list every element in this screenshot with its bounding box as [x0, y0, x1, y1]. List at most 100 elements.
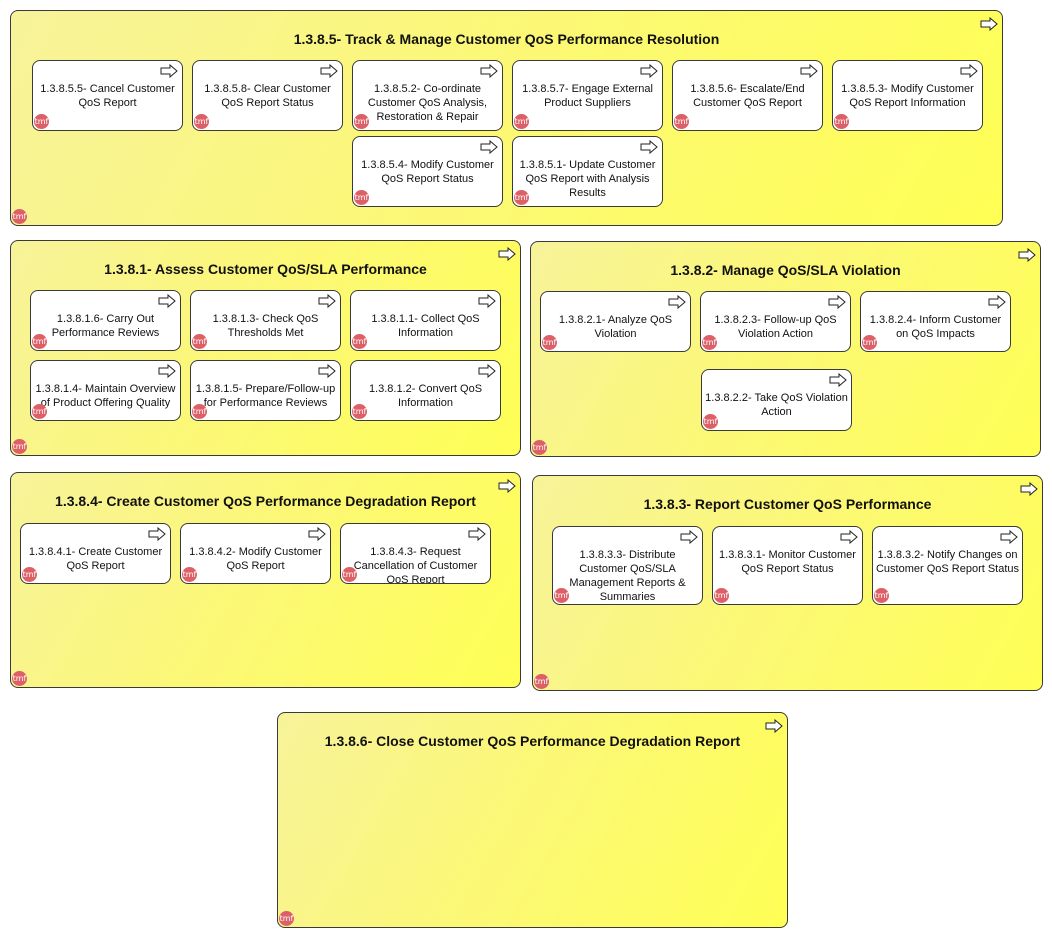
- card-label: 1.3.8.5.3- Modify Customer QoS Report In…: [841, 83, 974, 109]
- arrow-right-icon: [498, 247, 516, 261]
- card-label: 1.3.8.2.4- Inform Customer on QoS Impact…: [869, 314, 1002, 340]
- card-label: 1.3.8.1.6- Carry Out Performance Reviews: [51, 313, 160, 339]
- tmf-icon: tmf: [34, 114, 49, 129]
- arrow-right-icon: [148, 527, 166, 541]
- group-1-3-8-2[interactable]: 1.3.8.2- Manage QoS/SLA Violation tmf 1.…: [530, 241, 1041, 457]
- process-card[interactable]: 1.3.8.2.3- Follow-up QoS Violation Actio…: [700, 291, 851, 352]
- tmf-icon: tmf: [32, 334, 47, 349]
- card-label: 1.3.8.5.8- Clear Customer QoS Report Sta…: [204, 83, 331, 109]
- card-label: 1.3.8.2.3- Follow-up QoS Violation Actio…: [714, 314, 837, 340]
- process-card[interactable]: 1.3.8.2.1- Analyze QoS Violation tmf: [540, 291, 691, 352]
- tmf-icon: tmf: [192, 404, 207, 419]
- process-card[interactable]: 1.3.8.5.3- Modify Customer QoS Report In…: [832, 60, 983, 131]
- process-card[interactable]: 1.3.8.5.1- Update Customer QoS Report wi…: [512, 136, 663, 207]
- arrow-right-icon: [480, 64, 498, 78]
- group-title: 1.3.8.3- Report Customer QoS Performance: [643, 496, 932, 512]
- tmf-icon: tmf: [702, 335, 717, 350]
- process-card[interactable]: 1.3.8.1.1- Collect QoS Information tmf: [350, 290, 501, 351]
- card-label: 1.3.8.5.2- Co-ordinate Customer QoS Anal…: [367, 83, 488, 123]
- process-card[interactable]: 1.3.8.5.2- Co-ordinate Customer QoS Anal…: [352, 60, 503, 131]
- card-label: 1.3.8.2.2- Take QoS Violation Action: [705, 392, 848, 418]
- process-card[interactable]: 1.3.8.4.2- Modify Customer QoS Report tm…: [180, 523, 331, 584]
- group-title: 1.3.8.2- Manage QoS/SLA Violation: [670, 262, 901, 278]
- process-card[interactable]: 1.3.8.1.6- Carry Out Performance Reviews…: [30, 290, 181, 351]
- process-card[interactable]: 1.3.8.3.1- Monitor Customer QoS Report S…: [712, 526, 863, 605]
- arrow-right-icon: [680, 530, 698, 544]
- card-label: 1.3.8.1.3- Check QoS Thresholds Met: [212, 313, 319, 339]
- process-card[interactable]: 1.3.8.1.2- Convert QoS Information tmf: [350, 360, 501, 421]
- card-label: 1.3.8.5.4- Modify Customer QoS Report St…: [361, 159, 494, 185]
- arrow-right-icon: [160, 64, 178, 78]
- arrow-right-icon: [158, 294, 176, 308]
- tmf-icon: tmf: [834, 114, 849, 129]
- group-1-3-8-1[interactable]: 1.3.8.1- Assess Customer QoS/SLA Perform…: [10, 240, 521, 456]
- card-label: 1.3.8.5.5- Cancel Customer QoS Report: [40, 83, 175, 109]
- card-label: 1.3.8.3.1- Monitor Customer QoS Report S…: [719, 549, 856, 575]
- card-label: 1.3.8.4.3- Request Cancellation of Custo…: [353, 546, 478, 584]
- process-card[interactable]: 1.3.8.5.8- Clear Customer QoS Report Sta…: [192, 60, 343, 131]
- group-1-3-8-6[interactable]: 1.3.8.6- Close Customer QoS Performance …: [277, 712, 788, 928]
- tmf-icon: tmf: [354, 190, 369, 205]
- process-card[interactable]: 1.3.8.2.2- Take QoS Violation Action tmf: [701, 369, 852, 431]
- arrow-right-icon: [1018, 248, 1036, 262]
- card-label: 1.3.8.4.2- Modify Customer QoS Report: [189, 546, 322, 572]
- tmf-icon: tmf: [862, 335, 877, 350]
- tmf-icon: tmf: [352, 404, 367, 419]
- card-label: 1.3.8.4.1- Create Customer QoS Report: [28, 546, 163, 572]
- tmf-icon: tmf: [192, 334, 207, 349]
- tmf-icon: tmf: [534, 674, 549, 689]
- group-1-3-8-3[interactable]: 1.3.8.3- Report Customer QoS Performance…: [532, 475, 1043, 691]
- tmf-icon: tmf: [12, 439, 27, 454]
- arrow-right-icon: [1020, 482, 1038, 496]
- process-card[interactable]: 1.3.8.3.2- Notify Changes on Customer Qo…: [872, 526, 1023, 605]
- group-title: 1.3.8.1- Assess Customer QoS/SLA Perform…: [104, 261, 427, 277]
- tmf-icon: tmf: [714, 588, 729, 603]
- tmf-icon: tmf: [352, 334, 367, 349]
- tmf-icon: tmf: [532, 440, 547, 455]
- card-label: 1.3.8.5.1- Update Customer QoS Report wi…: [519, 159, 656, 199]
- tmf-icon: tmf: [22, 567, 37, 582]
- tmf-icon: tmf: [194, 114, 209, 129]
- process-card[interactable]: 1.3.8.5.6- Escalate/End Customer QoS Rep…: [672, 60, 823, 131]
- group-title: 1.3.8.5- Track & Manage Customer QoS Per…: [293, 31, 720, 47]
- tmf-icon: tmf: [703, 414, 718, 429]
- arrow-right-icon: [828, 295, 846, 309]
- process-card[interactable]: 1.3.8.5.7- Engage External Product Suppl…: [512, 60, 663, 131]
- card-label: 1.3.8.2.1- Analyze QoS Violation: [558, 314, 673, 340]
- arrow-right-icon: [478, 364, 496, 378]
- process-card[interactable]: 1.3.8.4.1- Create Customer QoS Report tm…: [20, 523, 171, 584]
- arrow-right-icon: [640, 140, 658, 154]
- tmf-icon: tmf: [12, 209, 27, 224]
- arrow-right-icon: [765, 719, 783, 733]
- process-card[interactable]: 1.3.8.5.5- Cancel Customer QoS Report tm…: [32, 60, 183, 131]
- arrow-right-icon: [980, 17, 998, 31]
- process-card[interactable]: 1.3.8.1.3- Check QoS Thresholds Met tmf: [190, 290, 341, 351]
- arrow-right-icon: [988, 295, 1006, 309]
- card-label: 1.3.8.3.3- Distribute Customer QoS/SLA M…: [569, 549, 686, 603]
- arrow-right-icon: [1000, 530, 1018, 544]
- arrow-right-icon: [308, 527, 326, 541]
- arrow-right-icon: [320, 64, 338, 78]
- group-1-3-8-5[interactable]: 1.3.8.5- Track & Manage Customer QoS Per…: [10, 10, 1003, 226]
- tmf-icon: tmf: [32, 404, 47, 419]
- process-card[interactable]: 1.3.8.5.4- Modify Customer QoS Report St…: [352, 136, 503, 207]
- arrow-right-icon: [829, 373, 847, 387]
- arrow-right-icon: [318, 294, 336, 308]
- arrow-right-icon: [478, 294, 496, 308]
- card-label: 1.3.8.1.2- Convert QoS Information: [368, 383, 483, 409]
- group-1-3-8-4[interactable]: 1.3.8.4- Create Customer QoS Performance…: [10, 472, 521, 688]
- card-label: 1.3.8.1.5- Prepare/Follow-up for Perform…: [195, 383, 336, 409]
- tmf-icon: tmf: [514, 190, 529, 205]
- process-card[interactable]: 1.3.8.4.3- Request Cancellation of Custo…: [340, 523, 491, 584]
- process-card[interactable]: 1.3.8.1.5- Prepare/Follow-up for Perform…: [190, 360, 341, 421]
- process-card[interactable]: 1.3.8.3.3- Distribute Customer QoS/SLA M…: [552, 526, 703, 605]
- arrow-right-icon: [668, 295, 686, 309]
- process-card[interactable]: 1.3.8.2.4- Inform Customer on QoS Impact…: [860, 291, 1011, 352]
- card-label: 1.3.8.3.2- Notify Changes on Customer Qo…: [875, 549, 1020, 575]
- process-card[interactable]: 1.3.8.1.4- Maintain Overview of Product …: [30, 360, 181, 421]
- arrow-right-icon: [158, 364, 176, 378]
- arrow-right-icon: [640, 64, 658, 78]
- card-label: 1.3.8.1.4- Maintain Overview of Product …: [35, 383, 176, 409]
- card-label: 1.3.8.1.1- Collect QoS Information: [371, 313, 480, 339]
- arrow-right-icon: [318, 364, 336, 378]
